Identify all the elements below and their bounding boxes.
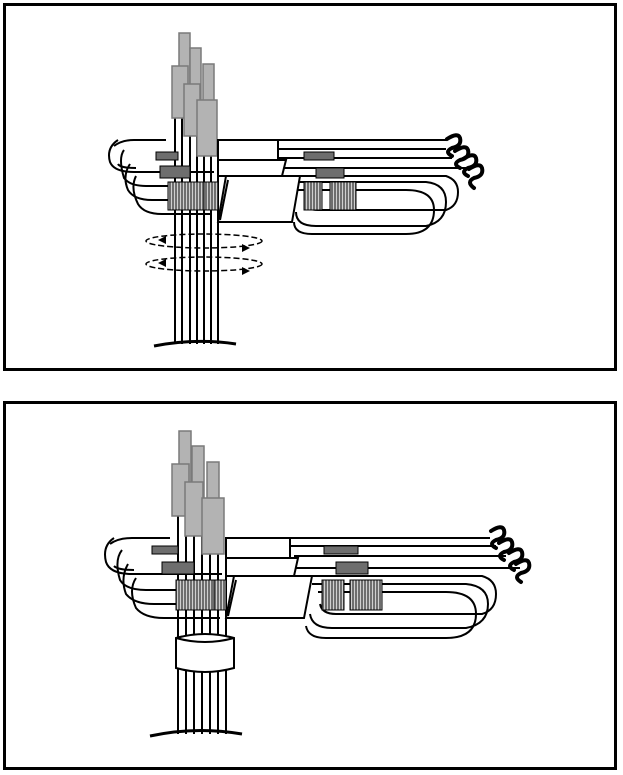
hub-blocks bbox=[216, 139, 302, 223]
rotation-arrowheads bbox=[158, 236, 250, 275]
rotation-arrows bbox=[145, 233, 263, 272]
hub-blocks bbox=[224, 537, 314, 619]
coiled-tubes bbox=[104, 537, 520, 639]
sensor-rods bbox=[171, 32, 218, 157]
sensor-assembly-drawing-wrapped bbox=[104, 430, 532, 738]
ground-line bbox=[149, 728, 243, 738]
wrap-band bbox=[175, 633, 235, 673]
diagram-panel-top bbox=[3, 3, 617, 371]
ground-line bbox=[153, 339, 237, 348]
coil-blocks bbox=[155, 151, 357, 211]
coil-blocks bbox=[151, 545, 383, 611]
diagram-panel-bottom bbox=[3, 401, 617, 770]
tube-ends bbox=[489, 525, 532, 584]
tube-ends bbox=[445, 133, 485, 190]
sensor-assembly-drawing bbox=[108, 32, 485, 348]
sensor-rods bbox=[171, 430, 225, 555]
